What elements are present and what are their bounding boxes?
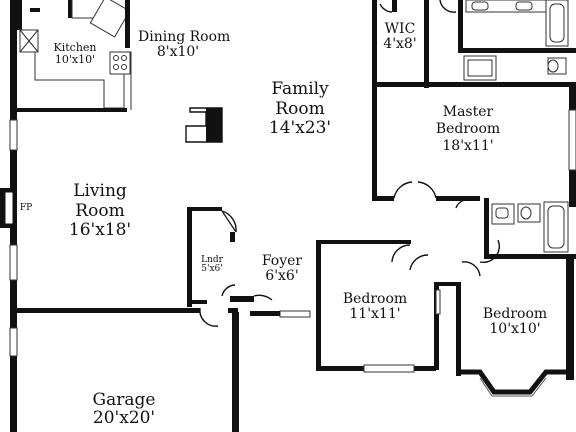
garage-door-swing <box>199 307 219 327</box>
room-size-dining: 8'x10' <box>156 43 200 60</box>
wall-bedroom2-top <box>484 254 576 259</box>
wall-foyer-bottom <box>250 311 280 316</box>
fireplace-name: FP <box>19 203 33 213</box>
window-living-left <box>9 119 18 151</box>
wall-laundry-right-stub <box>230 232 235 242</box>
wall-master-left <box>372 0 377 200</box>
room-name-family: Family Room <box>271 79 329 119</box>
room-name-foyer: Foyer <box>261 253 303 269</box>
room-size-living: 16'x18' <box>68 220 132 241</box>
window-master <box>568 109 576 171</box>
room-label-foyer: Foyer 6'x6' <box>254 254 310 283</box>
window-bedroom1 <box>363 364 415 373</box>
room-label-bedroom1: Bedroom 11'x11' <box>330 292 420 321</box>
window-foyer <box>279 310 311 318</box>
room-size-laundry: 5'x6' <box>201 264 223 275</box>
wall-kitchen-bottom <box>17 108 127 112</box>
wall-bath-bottom <box>458 48 576 53</box>
fireplace-hearth <box>4 191 14 225</box>
wall-foyer-left-bottom <box>230 296 254 302</box>
room-label-bedroom2: Bedroom 10'x10' <box>470 307 560 336</box>
wall-kitchen-stub <box>30 8 40 12</box>
closet-door-b1 <box>435 289 441 315</box>
wall-master-bottom-left <box>372 196 394 201</box>
family-room-pillar <box>206 108 222 142</box>
hall-door-swing-1 <box>391 244 411 263</box>
room-label-laundry: Lndr 5'x6' <box>195 255 229 275</box>
laundry-door-swing <box>221 210 237 233</box>
wall-exterior-left-lower <box>10 150 17 310</box>
wall-master-bottom <box>436 196 480 201</box>
room-name-bedroom2: Bedroom <box>482 306 548 322</box>
wall-garage-top-right <box>228 308 238 313</box>
room-size-master: 18'x11' <box>442 137 494 154</box>
kitchen-stove <box>109 51 131 75</box>
wall-laundry-bottom <box>187 300 207 304</box>
kitchen-sink <box>89 0 131 38</box>
wall-garage-left <box>10 310 17 432</box>
closet-door-master <box>455 199 471 209</box>
wall-bedroom1-right <box>434 282 439 370</box>
wall-wic-top-stub <box>392 0 397 12</box>
master-door-swing-right <box>417 181 437 199</box>
bath-sink-2 <box>515 1 533 11</box>
room-name-living: Living Room <box>73 181 127 221</box>
wall-bedroom2-left <box>456 282 461 376</box>
wall-bedroom1-left <box>316 240 321 370</box>
wall-laundry-left <box>187 207 192 307</box>
kitchen-partition <box>68 0 72 18</box>
wall-bedroom2-bay <box>460 369 566 395</box>
window-living-left-lower <box>9 244 18 281</box>
wall-garage-right <box>232 312 239 432</box>
room-name-dining: Dining Room <box>138 29 231 45</box>
garage-side-door <box>9 327 18 357</box>
room-size-kitchen: 10'x10' <box>54 52 96 66</box>
room-size-garage: 20'x20' <box>92 407 156 428</box>
wall-hallbath-left <box>484 198 489 258</box>
room-label-master: Master Bedroom 18'x11' <box>420 104 516 154</box>
room-label-kitchen: Kitchen 10'x10' <box>40 42 110 65</box>
room-name-master: Master Bedroom <box>435 104 501 137</box>
room-name-wic: WIC <box>384 21 416 37</box>
room-label-dining: Dining Room 8'x10' <box>138 29 231 60</box>
room-size-wic: 4'x8' <box>383 35 417 52</box>
room-name-garage: Garage <box>92 390 156 410</box>
hall-door-swing-2 <box>409 254 429 271</box>
room-label-family: Family Room 14'x23' <box>248 79 352 139</box>
room-name-kitchen: Kitchen <box>53 41 97 54</box>
wall-wic-right <box>424 0 429 88</box>
wall-bedroom2-right <box>566 254 574 380</box>
wall-bath-left <box>458 0 463 50</box>
master-door-swing-left <box>393 181 413 199</box>
fireplace-label: FP <box>18 203 34 213</box>
room-label-living: Living Room 16'x18' <box>58 181 142 241</box>
room-size-bedroom2: 10'x10' <box>489 320 541 337</box>
bath-door-swing <box>439 0 457 13</box>
wall-bedroom1-top <box>316 240 411 244</box>
wall-exterior-left-upper <box>10 0 17 120</box>
room-label-wic: WIC 4'x8' <box>378 22 422 51</box>
bath-sink-1 <box>471 1 489 11</box>
wall-garage-top <box>10 308 200 313</box>
room-name-laundry: Lndr <box>201 255 223 265</box>
wic-door-swing <box>379 3 393 13</box>
laundry-door-swing-lower <box>221 284 236 297</box>
wall-kitchen-left <box>16 0 22 30</box>
room-size-bedroom1: 11'x11' <box>349 305 401 322</box>
wall-master-top <box>372 82 464 87</box>
hall-door-swing-3 <box>461 261 481 277</box>
wall-master-top-right <box>464 82 576 87</box>
wall-kitchen-right <box>125 0 130 48</box>
wall-laundry-top <box>187 207 222 211</box>
room-label-garage: Garage 20'x20' <box>72 390 176 428</box>
wall-closet-top <box>434 282 460 286</box>
front-door-swing <box>253 294 273 301</box>
room-size-foyer: 6'x6' <box>265 267 299 284</box>
room-size-family: 14'x23' <box>268 118 332 139</box>
room-name-bedroom1: Bedroom <box>342 291 408 307</box>
